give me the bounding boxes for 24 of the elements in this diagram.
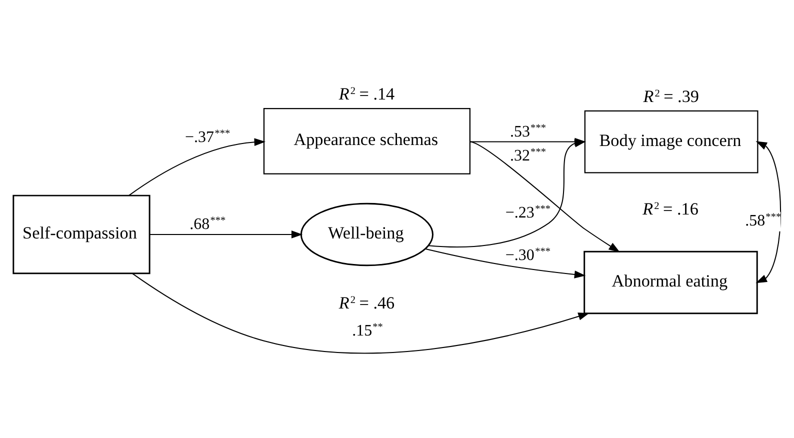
node-box: Self-compassion [12,194,150,274]
arrow [756,141,782,284]
arrow [425,248,586,278]
edge-label: .58$^{***}$ [745,212,782,230]
edge-label: .15$^{**}$ [352,322,383,340]
edge-label: −.37$^{***}$ [185,128,230,146]
node-label: R$^{2}$ = .16 [642,199,698,218]
arrow [150,230,303,238]
node-label: R$^{2}$ = .39 [643,86,699,106]
node-ellipse: Well-being [300,202,434,266]
node-box: Abnormal eating [584,250,758,314]
node-label: R$^{2}$ = .46 [338,293,395,312]
node-box: Appearance schemas [263,108,470,174]
edge-label: .32$^{***}$ [510,146,546,164]
arrow [132,273,590,354]
edge-label: −.30$^{***}$ [505,246,551,264]
arrow [128,138,266,196]
edge-label: −.23$^{***}$ [505,204,551,222]
edge-label: .53$^{***}$ [510,122,546,140]
arrow [470,141,620,252]
arrow [428,139,586,248]
edge-label: .68$^{***}$ [190,215,226,233]
node-box: Body image concern [584,110,758,174]
node-label: R$^{2}$ = .14 [338,84,395,104]
